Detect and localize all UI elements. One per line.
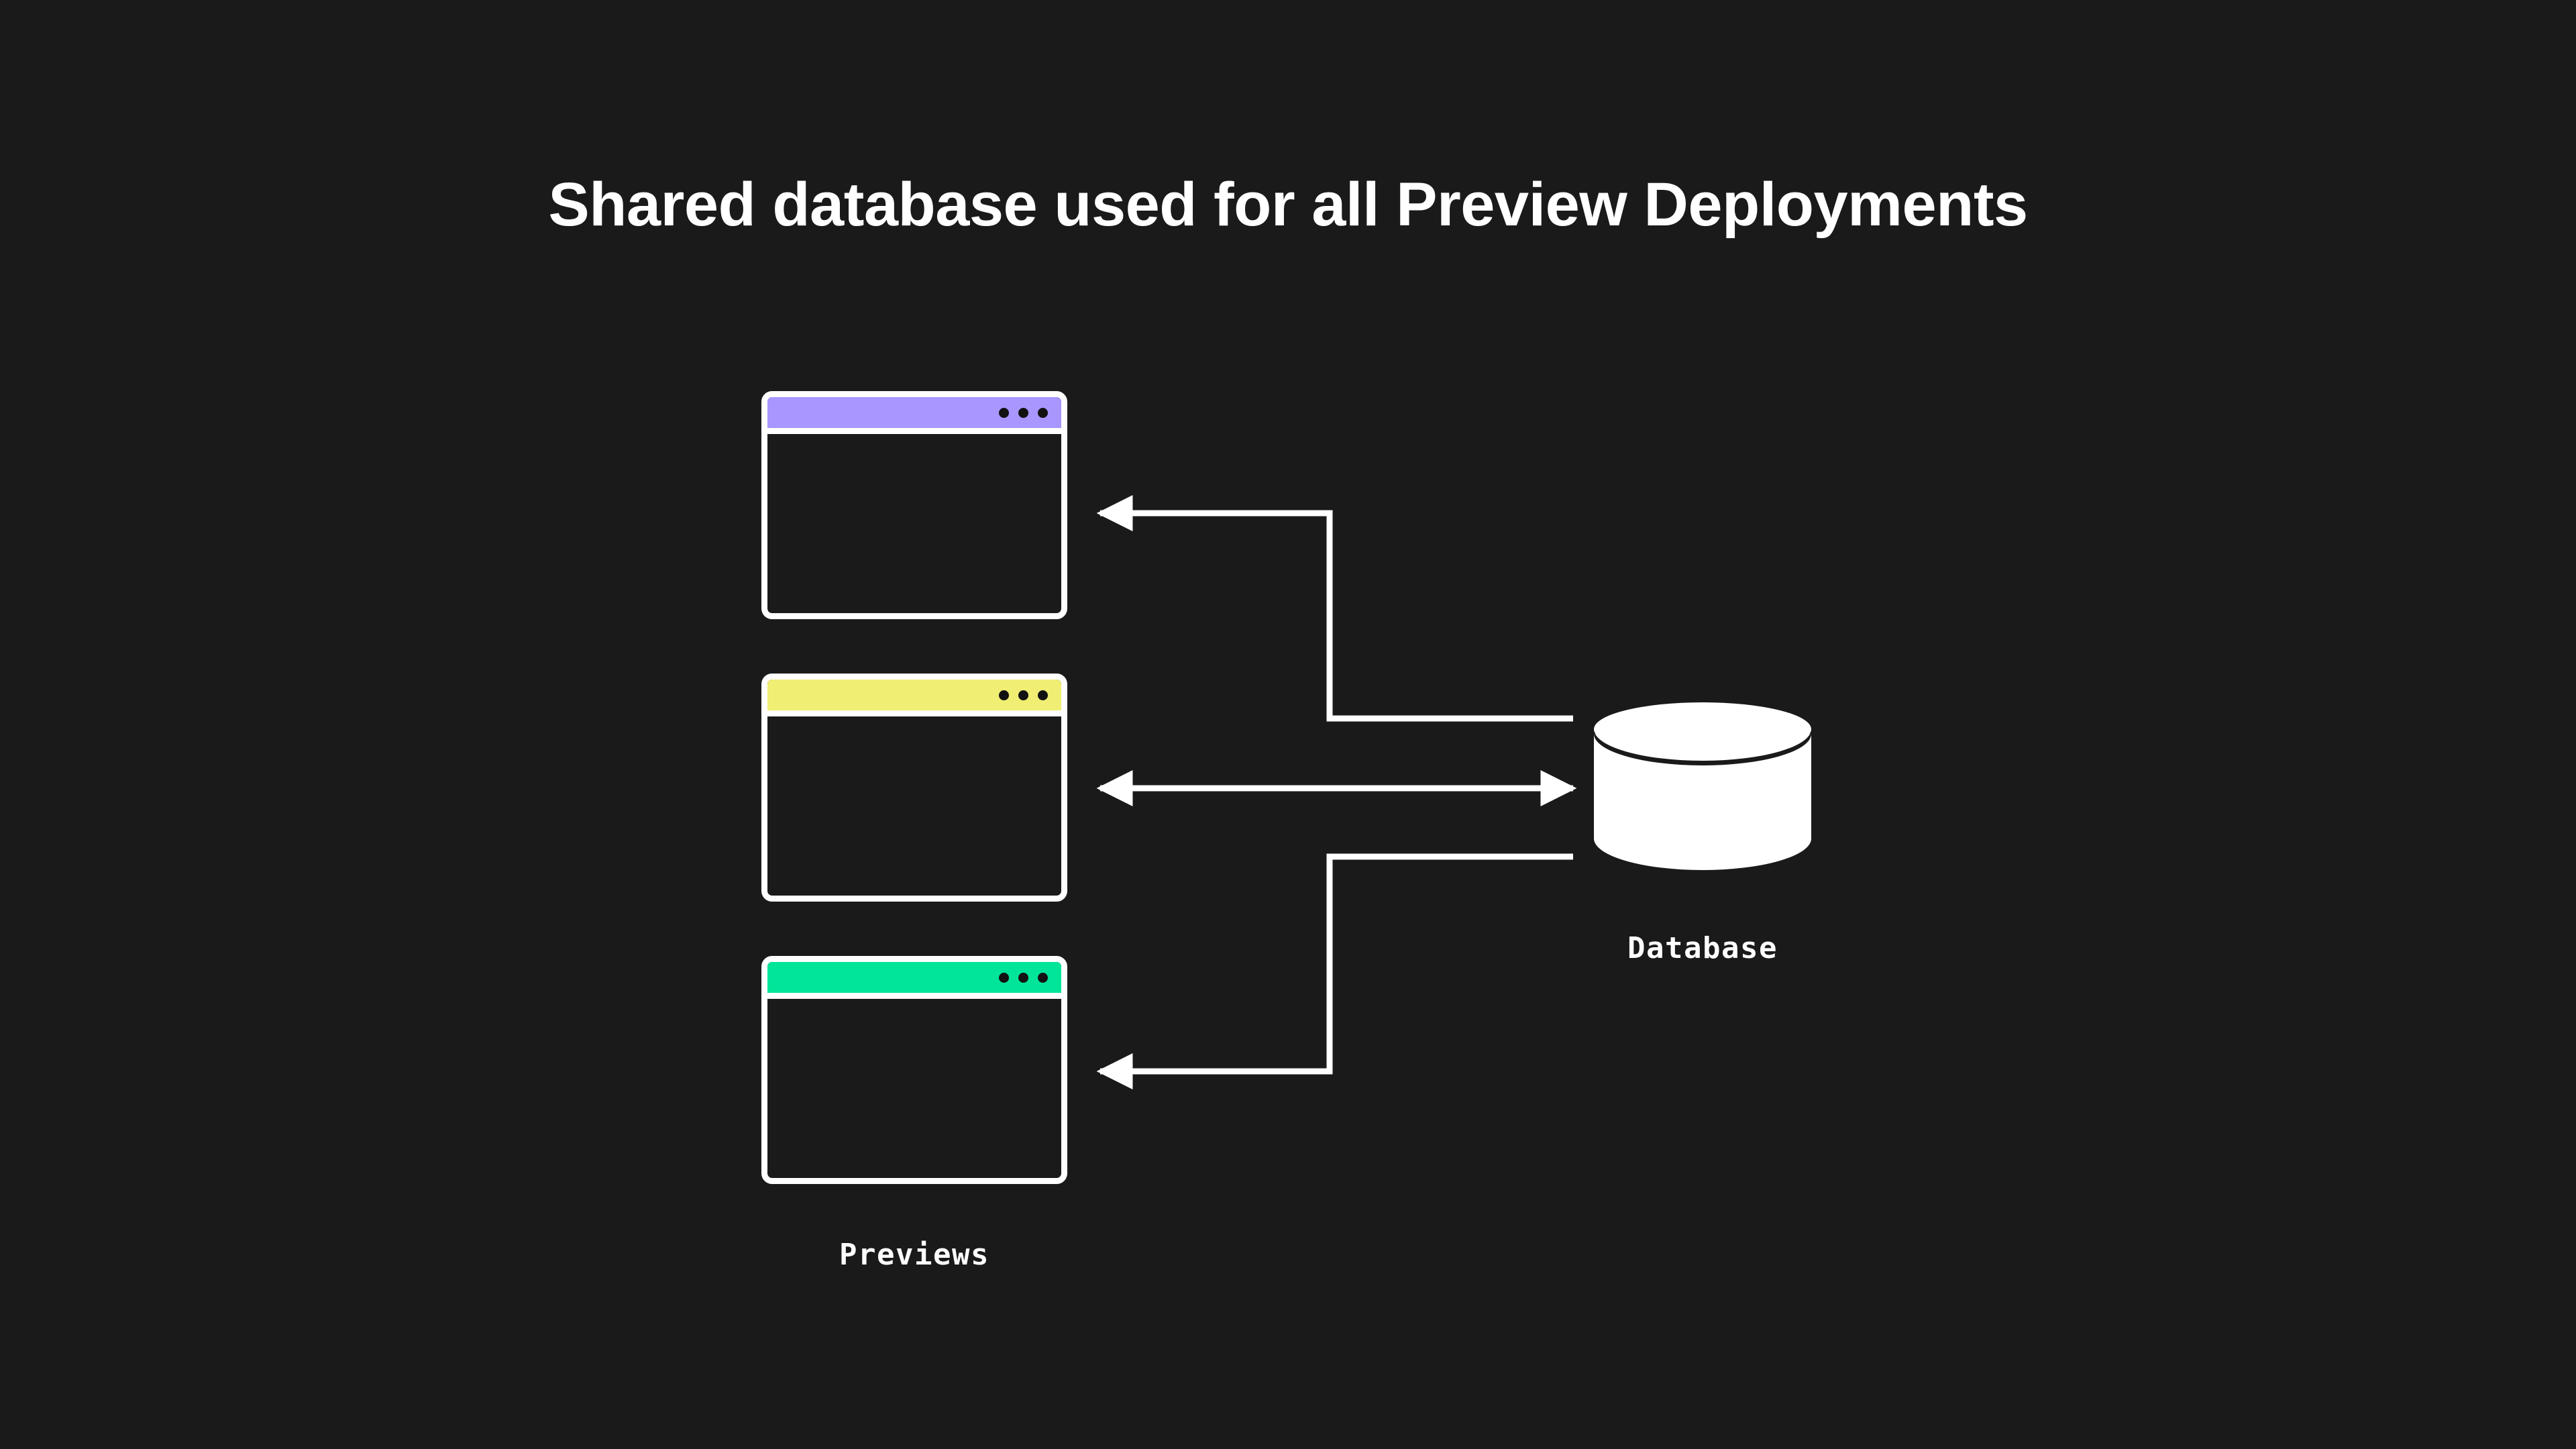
- window-titlebar-purple: [767, 397, 1061, 428]
- window-titlebar-green: [767, 962, 1061, 993]
- connector-database-to-green: [1096, 853, 1573, 1089]
- window-controls-green: [999, 972, 1048, 983]
- window-dot-icon[interactable]: [999, 407, 1009, 418]
- window-dot-icon[interactable]: [999, 972, 1009, 983]
- window-dot-icon[interactable]: [1018, 972, 1028, 983]
- preview-window-green[interactable]: [761, 956, 1067, 1184]
- window-divider: [767, 993, 1061, 999]
- window-dot-icon[interactable]: [999, 690, 1009, 700]
- window-dot-icon[interactable]: [1018, 407, 1028, 418]
- cylinder-body: [1594, 734, 1811, 870]
- window-dot-icon[interactable]: [1038, 690, 1048, 700]
- window-titlebar-yellow: [767, 680, 1061, 710]
- database-cylinder-icon: [1591, 702, 1815, 870]
- database-label: Database: [1627, 931, 1778, 965]
- window-controls-yellow: [999, 690, 1048, 700]
- window-divider: [767, 428, 1061, 434]
- cylinder-top: [1594, 702, 1811, 756]
- preview-window-purple[interactable]: [761, 391, 1067, 619]
- window-dot-icon[interactable]: [1038, 972, 1048, 983]
- window-dot-icon[interactable]: [1018, 690, 1028, 700]
- window-divider: [767, 710, 1061, 716]
- window-dot-icon[interactable]: [1038, 407, 1048, 418]
- page-title: Shared database used for all Preview Dep…: [548, 170, 2028, 239]
- connector-database-to-purple: [1096, 495, 1573, 722]
- window-controls-purple: [999, 407, 1048, 418]
- preview-window-yellow[interactable]: [761, 674, 1067, 902]
- previews-label: Previews: [839, 1238, 989, 1272]
